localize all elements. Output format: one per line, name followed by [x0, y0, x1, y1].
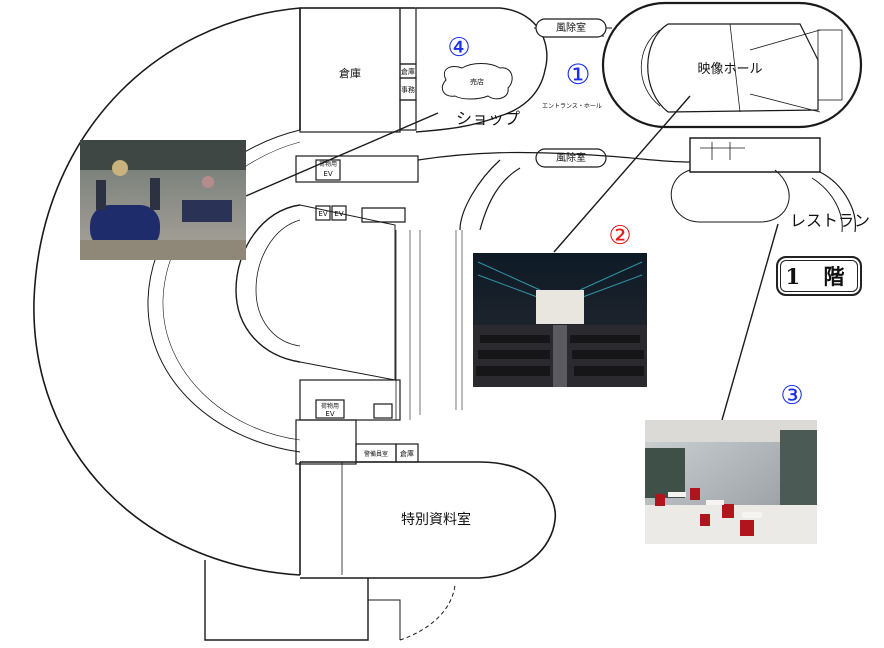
small-room-label: 事務 [401, 85, 415, 94]
floor-badge: 1 階 [776, 256, 862, 296]
shop-photo [80, 140, 246, 260]
theater-photo [473, 253, 647, 387]
theater-outline [601, 1, 863, 129]
store-label: 売店 [470, 77, 484, 86]
restaurant-outline [670, 137, 857, 233]
callout-lines [245, 95, 779, 421]
special-archive-label: 特別資料室 [401, 511, 471, 528]
ev-label: EV [318, 210, 327, 218]
storage-top-label: 倉庫 [339, 66, 361, 80]
ev-label: EV [323, 170, 332, 178]
marker-2: ② [608, 221, 631, 251]
entrance-hall-label: エントランス・ホール [542, 103, 602, 110]
ev-label: EV [334, 210, 343, 218]
core-column [235, 155, 463, 420]
ev-label: EV [325, 410, 334, 418]
marker-3: ③ [780, 381, 803, 411]
corridor [417, 151, 691, 231]
storage-bottom-label: 倉庫 [400, 449, 414, 458]
windbreak-mid: 風除室 [535, 148, 607, 168]
windbreak-top: 風除室 [535, 18, 607, 38]
theater-label: 映像ホール [697, 62, 762, 77]
svg-text:風除室: 風除室 [556, 21, 586, 34]
guard-room-label: 警備員室 [364, 450, 388, 458]
cargo-ev-label: 荷物用 [321, 402, 339, 410]
building-outline [33, 7, 415, 576]
storage-top-room [299, 7, 417, 133]
special-archive-outline [204, 461, 557, 641]
restaurant-callout-label: レストラン [790, 211, 870, 230]
small-room-label: 倉庫 [401, 67, 415, 76]
marker-1: ① [565, 58, 590, 91]
marker-4: ④ [447, 33, 470, 63]
shop-callout-label: ショップ [456, 109, 520, 128]
cargo-ev-label: 荷物用 [319, 160, 337, 168]
restaurant-photo [645, 420, 817, 544]
